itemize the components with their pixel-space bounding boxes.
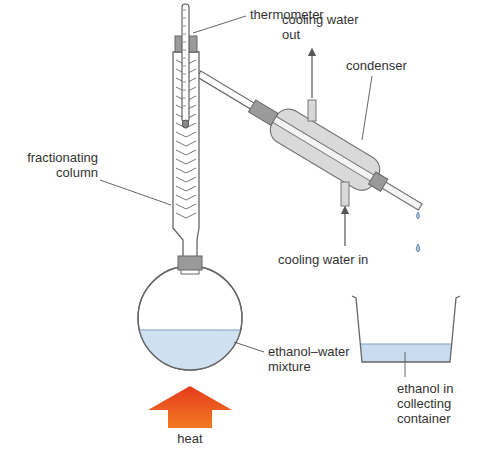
inner-tube xyxy=(266,112,422,210)
collected-ethanol xyxy=(360,344,452,362)
scale-tick xyxy=(183,74,186,75)
flow-arrow xyxy=(344,210,345,246)
packing-bead xyxy=(176,204,196,209)
packing-bead xyxy=(176,141,196,146)
rubber-stopper xyxy=(249,100,278,125)
scale-tick xyxy=(183,98,186,99)
scale-tick xyxy=(183,18,186,19)
scale-tick xyxy=(183,34,186,35)
packing-bead xyxy=(176,195,196,200)
thermometer-bulb xyxy=(182,120,188,128)
liquid-surface xyxy=(140,330,240,331)
leader-line xyxy=(405,352,406,377)
leader-line xyxy=(193,16,246,33)
packing-bead xyxy=(176,159,196,164)
part-label: cooling water in xyxy=(278,252,374,267)
scale-tick xyxy=(183,58,186,59)
scale-tick xyxy=(183,66,186,67)
packing-bead xyxy=(176,132,196,137)
part-label: heat xyxy=(160,431,220,446)
collecting-beaker xyxy=(352,296,460,362)
condenser-assembly xyxy=(190,59,430,223)
liquid-mixture xyxy=(138,330,242,375)
leader-line xyxy=(362,76,372,140)
drop xyxy=(417,212,420,219)
scale-tick xyxy=(183,106,186,107)
thermometer xyxy=(182,4,189,122)
scale-tick xyxy=(183,90,186,91)
packing-bead xyxy=(176,168,196,173)
rubber-stopper xyxy=(178,256,202,270)
water-inlet-pipe xyxy=(341,182,349,206)
flow-arrow xyxy=(311,52,312,98)
packing-bead xyxy=(176,177,196,182)
thermometer-scale xyxy=(183,10,186,106)
drop xyxy=(416,244,420,252)
flask-outline xyxy=(138,266,242,370)
scale-tick xyxy=(183,82,186,83)
scale-tick xyxy=(183,42,186,43)
packing-bead xyxy=(176,213,196,218)
water-outlet-pipe xyxy=(308,100,316,121)
leader-line xyxy=(100,180,171,205)
packing-bead xyxy=(176,186,196,191)
part-label: fractionating column xyxy=(12,150,98,180)
scale-tick xyxy=(183,10,186,11)
part-label: condenser xyxy=(346,58,436,73)
leader-line xyxy=(234,342,264,352)
delivery-tube xyxy=(197,71,422,210)
part-label: cooling water out xyxy=(282,12,378,42)
liquid-surface xyxy=(360,344,452,345)
part-label: ethanol–water mixture xyxy=(268,344,350,374)
packing-bead xyxy=(176,150,196,155)
part-label: ethanol in collecting container xyxy=(397,381,471,426)
scale-tick xyxy=(183,50,186,51)
heat-arrow xyxy=(148,386,232,428)
scale-tick xyxy=(183,26,186,27)
rubber-stopper xyxy=(369,172,388,191)
